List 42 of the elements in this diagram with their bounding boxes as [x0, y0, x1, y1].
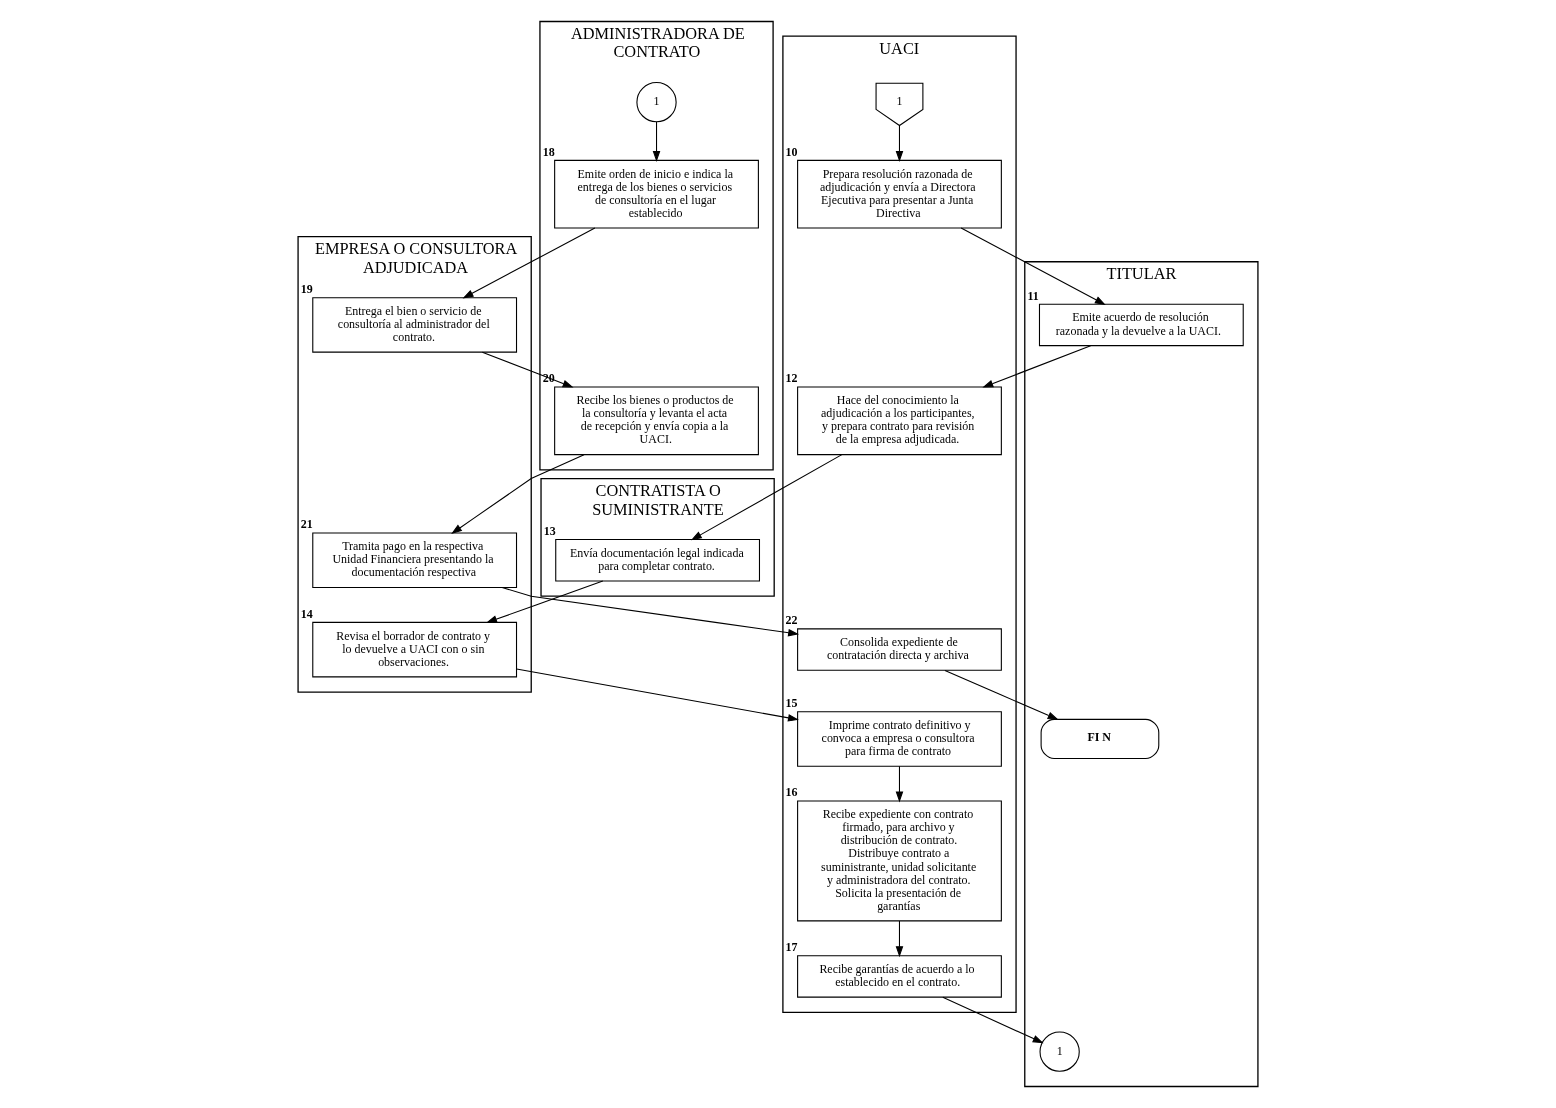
- node-label: 14: [300, 606, 313, 621]
- node-box: Recibe garantías de acuerdo a lo establecido en el contrato.: [797, 955, 1002, 998]
- node-circle: 1: [1039, 1031, 1080, 1072]
- node-box: FI N: [1040, 718, 1160, 760]
- node-box: Hace del conocimiento la adjudicación a los participantes, y prepara contrato para revisión de la empresa adjudicada.: [797, 386, 1002, 456]
- arrow: [481, 351, 574, 388]
- node-label: 16: [785, 785, 798, 800]
- arrow: [982, 345, 1092, 388]
- node-box: Entrega el bien o servicio de consultoría al administrador del contrato.: [312, 297, 518, 353]
- arrow: [516, 668, 799, 722]
- arrow: [652, 121, 661, 162]
- arrow: [944, 669, 1059, 720]
- node-box: Consolida expediente de contratación directa y archiva: [797, 628, 1002, 671]
- node-label: 17: [785, 940, 798, 955]
- node-box: Tramita pago en la respectiva Unidad Financiera presentando la documentación respectiva: [312, 532, 518, 589]
- arrow: [895, 765, 904, 803]
- arrow: [690, 454, 843, 541]
- arrow: [942, 996, 1044, 1044]
- node-box: Imprime contrato definitivo y convoca a empresa o consultora para firma de contrato: [797, 711, 1002, 767]
- node-circle: 1: [636, 81, 677, 123]
- node-label: 22: [785, 613, 798, 628]
- node-box: Recibe los bienes o productos de la consultoría y levanta el acta de recepción y envía copia a la UACI.: [554, 386, 759, 456]
- node-box: Recibe expediente con contrato firmado, para archivo y distribución de contrato. Distribuye contrato a suministrante, unidad solicitante y administradora del contrato. Solicita la presentación de garantías: [797, 800, 1002, 922]
- arrow: [960, 227, 1106, 305]
- node-label: 10: [785, 144, 798, 159]
- arrow: [486, 580, 604, 623]
- arrow: [462, 227, 596, 299]
- arrow: [501, 586, 800, 637]
- node-box: Prepara resolución razonada de adjudicación y envía a Directora Ejecutiva para presentar a Junta Directiva: [797, 159, 1002, 229]
- node-label: 11: [1027, 288, 1039, 303]
- node-box: Emite acuerdo de resolución razonada y la devuelve a la UACI.: [1038, 303, 1244, 347]
- node-label: 13: [543, 523, 556, 538]
- arrow: [895, 920, 904, 958]
- node-label: 21: [300, 517, 313, 532]
- node-label: 12: [785, 371, 798, 386]
- arrow: [895, 125, 904, 162]
- node-box: Envía documentación legal indicada para completar contrato.: [555, 539, 761, 582]
- node-label: 15: [785, 696, 798, 711]
- node-box: Revisa el borrador de contrato y lo devuelve a UACI con o sin observaciones.: [312, 621, 518, 678]
- node-label: 19: [300, 282, 313, 297]
- node-box: Emite orden de inicio e indica la entrega de los bienes o servicios de consultoría en el lugar establecido: [554, 159, 759, 229]
- node-label: 18: [542, 144, 555, 159]
